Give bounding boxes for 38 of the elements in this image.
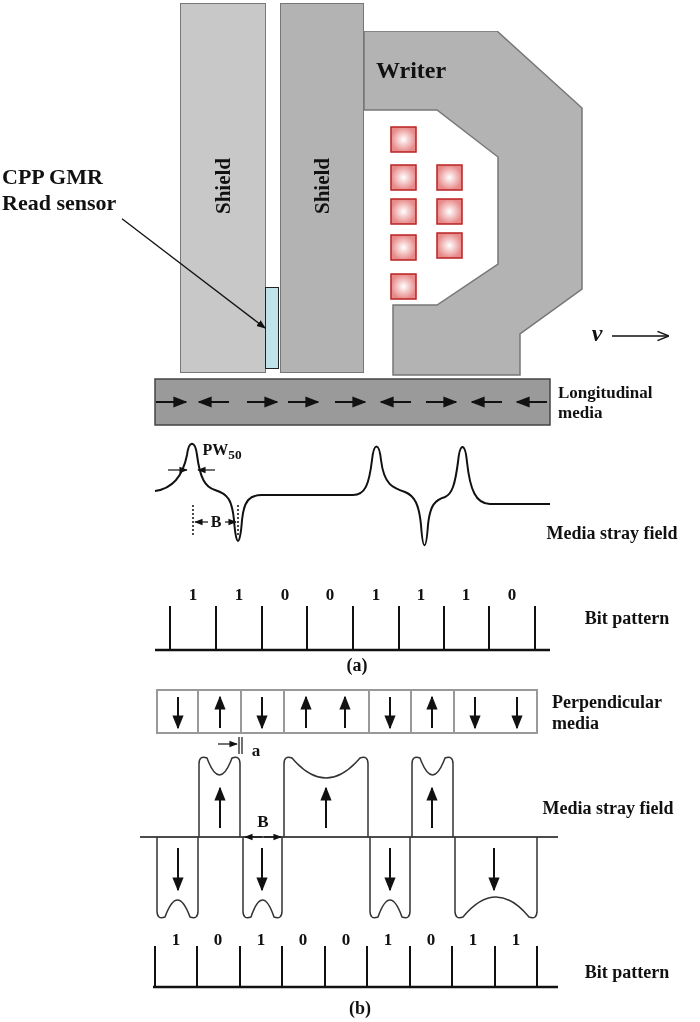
velocity-symbol: v [591, 320, 603, 348]
sensor-label: CPP GMR Read sensor [2, 164, 118, 217]
bit-value: 1 [371, 585, 381, 605]
bit-value: 0 [213, 930, 223, 950]
bit-value: 1 [383, 930, 393, 950]
panel-label: (a) [346, 654, 368, 676]
bit-value: 0 [298, 930, 308, 950]
dimension-label: B [257, 812, 269, 832]
read-sensor [265, 287, 279, 369]
row-label: Perpendicular media [552, 692, 663, 734]
bit-value: 1 [461, 585, 471, 605]
bit-value: 0 [507, 585, 517, 605]
bit-value: 0 [426, 930, 436, 950]
row-label: Longitudinal media [558, 383, 654, 423]
part-label: Shield [210, 158, 236, 214]
part-label: Shield [309, 158, 335, 214]
bit-value: 1 [188, 585, 198, 605]
bit-value: 1 [468, 930, 478, 950]
bit-value: 0 [325, 585, 335, 605]
dimension-label: a [251, 741, 261, 761]
panel-label: (b) [349, 997, 371, 1019]
leader-line [121, 218, 266, 329]
bit-value: 0 [341, 930, 351, 950]
dimension-label: PW$_{50}$ [202, 441, 242, 463]
row-label: Media stray field [542, 797, 674, 819]
bit-value: 1 [416, 585, 426, 605]
dimension-label: B [210, 512, 222, 532]
bit-value: 1 [511, 930, 521, 950]
bit-value: 1 [234, 585, 244, 605]
bit-value: 1 [256, 930, 266, 950]
row-label: Bit pattern [584, 961, 670, 983]
part-label: Writer [375, 56, 447, 84]
shield-plate [280, 3, 364, 373]
row-label: Bit pattern [584, 607, 670, 629]
row-label: Media stray field [546, 522, 678, 544]
shield-plate [180, 3, 266, 373]
bit-value: 1 [171, 930, 181, 950]
bit-value: 0 [280, 585, 290, 605]
